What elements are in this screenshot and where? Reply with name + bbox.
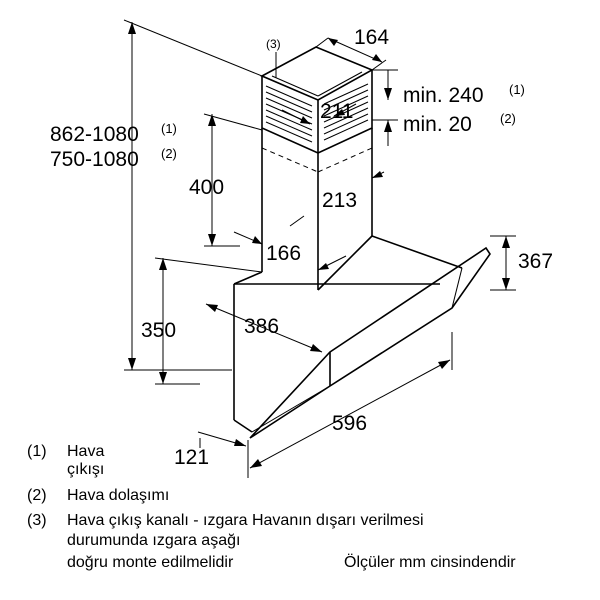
- lower-chimney: [261, 128, 373, 290]
- legend: (1) Hava çıkışı (2) Hava dolaşımı (3) Ha…: [27, 443, 516, 571]
- dim-min-clearances: min. 240 (1) min. 20 (2): [372, 69, 525, 146]
- hood-width-label: 596: [332, 412, 367, 435]
- callout-3-label: (3): [266, 37, 281, 51]
- dim-chimney-top-depth: 211: [281, 100, 357, 125]
- dim-overall-height: 862-1080 (1) 750-1080 (2): [50, 19, 263, 371]
- legend-text-2: Hava dolaşımı: [67, 487, 169, 504]
- min-top-label: min. 240: [403, 84, 484, 107]
- legend-text-3b: durumunda ızgara aşağı: [67, 532, 240, 549]
- bottom-depth-label: 121: [174, 446, 209, 469]
- dim-hood-height: 350: [141, 257, 263, 385]
- units-note: Ölçüler mm cinsindendir: [344, 553, 516, 571]
- legend-text-3a: Hava çıkış kanalı - ızgara Havanın dışar…: [67, 512, 424, 529]
- hood-depth-label: 386: [244, 315, 279, 338]
- dim-glass-height: 367: [490, 235, 553, 291]
- legend-num-2: (2): [27, 487, 47, 504]
- legend-text-3c: doğru monte edilmelidir: [67, 554, 234, 571]
- chimney-height-label: 400: [189, 176, 224, 199]
- height-range-1: 862-1080: [50, 123, 139, 146]
- height-range-1-ref: (1): [161, 121, 177, 136]
- height-range-2: 750-1080: [50, 148, 139, 171]
- dim-chimney-depth: 213: [322, 171, 385, 212]
- chimney-depth-label: 213: [322, 189, 357, 212]
- dim-hood-width: 596: [247, 332, 453, 478]
- chimney-top-width-label: 164: [354, 26, 389, 49]
- upper-chimney: [260, 46, 374, 154]
- dim-hood-depth: 386: [205, 303, 323, 353]
- hood-body: [233, 235, 491, 439]
- min-gap-ref: (2): [500, 111, 516, 126]
- hood-height-label: 350: [141, 319, 176, 342]
- height-range-2-ref: (2): [161, 146, 177, 161]
- legend-num-3: (3): [27, 512, 47, 529]
- legend-text-1a: Hava: [67, 443, 104, 460]
- legend-text-1b: çıkışı: [67, 461, 104, 478]
- dim-chimney-height: 400: [189, 113, 263, 247]
- glass-height-label: 367: [518, 250, 553, 273]
- chimney-width-label: 166: [266, 242, 301, 265]
- dim-chimney-width: 166: [233, 215, 347, 271]
- dim-bottom-depth: 121: [174, 431, 247, 469]
- min-top-ref: (1): [509, 82, 525, 97]
- grille-right: [323, 83, 369, 141]
- chimney-top-depth-label: 211: [320, 100, 353, 123]
- min-gap-label: min. 20: [403, 113, 472, 136]
- legend-num-1: (1): [27, 443, 47, 460]
- callout-3: (3): [266, 37, 281, 78]
- dim-chimney-top-width: 164: [315, 26, 389, 71]
